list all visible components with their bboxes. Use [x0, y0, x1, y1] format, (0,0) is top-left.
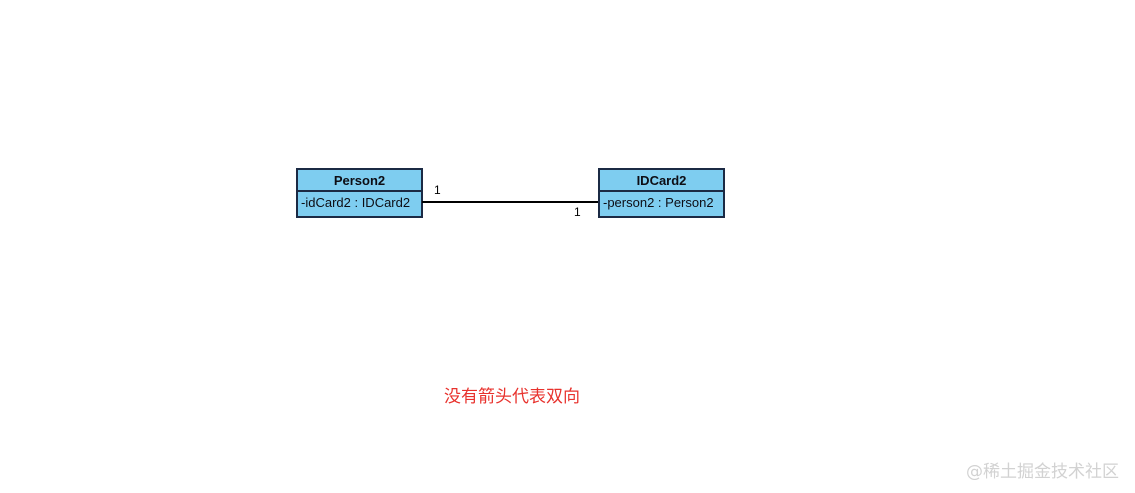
watermark: @稀土掘金技术社区 — [966, 462, 1119, 482]
class-attributes-person2: -idCard2 : IDCard2 — [298, 192, 421, 216]
multiplicity-label-target: 1 — [574, 205, 581, 219]
association-line-person2-idcard2[interactable] — [422, 201, 599, 203]
uml-class-idcard2[interactable]: IDCard2 -person2 : Person2 — [598, 168, 725, 218]
class-attribute: -idCard2 : IDCard2 — [301, 195, 411, 210]
annotation-note: 没有箭头代表双向 — [444, 387, 580, 407]
class-attributes-idcard2: -person2 : Person2 — [600, 192, 723, 216]
class-title-person2: Person2 — [298, 170, 421, 192]
multiplicity-label-source: 1 — [434, 183, 441, 197]
class-title-idcard2: IDCard2 — [600, 170, 723, 192]
uml-class-person2[interactable]: Person2 -idCard2 : IDCard2 — [296, 168, 423, 218]
class-attribute: -person2 : Person2 — [603, 195, 714, 210]
